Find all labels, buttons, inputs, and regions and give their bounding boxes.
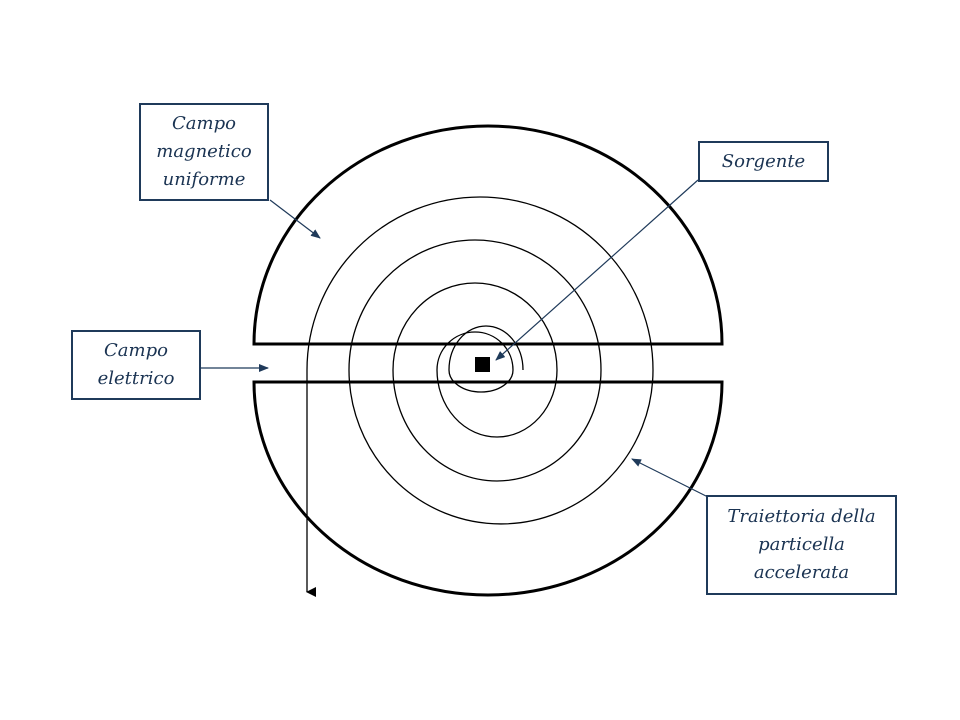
magnetic-field-line-2: magnetico: [156, 141, 252, 162]
trajectory-arc-4l: [348, 369, 654, 525]
magnetic-field-arrow: [269, 199, 321, 239]
electric-field-line-2: elettrico: [97, 368, 175, 389]
trajectory-arc-2u: [436, 331, 514, 371]
upper-dee: [252, 124, 724, 346]
trajectory-arc-1u: [448, 325, 524, 371]
trajectory-label: Traiettoria della particella accelerata: [706, 495, 897, 595]
trajectory-line-1: Traiettoria della: [727, 506, 876, 527]
source-line-1: Sorgente: [721, 150, 806, 172]
trajectory-arc-5u: [306, 196, 654, 371]
trajectory-line-2: particella: [758, 534, 845, 555]
electric-field-label: Campo elettrico: [71, 330, 201, 400]
trajectory-arc-4u: [348, 239, 602, 371]
source-label: Sorgente: [698, 141, 829, 182]
trajectory-arc-3u: [392, 282, 558, 371]
particle-trajectory: [306, 196, 654, 525]
trajectory-arrow: [631, 458, 709, 498]
trajectory-arc-3l: [392, 369, 602, 482]
source-square: [475, 357, 490, 372]
magnetic-field-label: Campo magnetico uniforme: [139, 103, 269, 201]
source-arrow: [495, 179, 699, 361]
trajectory-arc-2l: [436, 369, 558, 438]
lower-dee: [252, 380, 724, 597]
electric-field-line-1: Campo: [104, 340, 168, 361]
trajectory-line-3: accelerata: [753, 562, 850, 583]
trajectory-arc-1l: [448, 369, 514, 393]
magnetic-field-line-1: Campo: [172, 113, 236, 134]
magnetic-field-line-3: uniforme: [162, 169, 246, 190]
